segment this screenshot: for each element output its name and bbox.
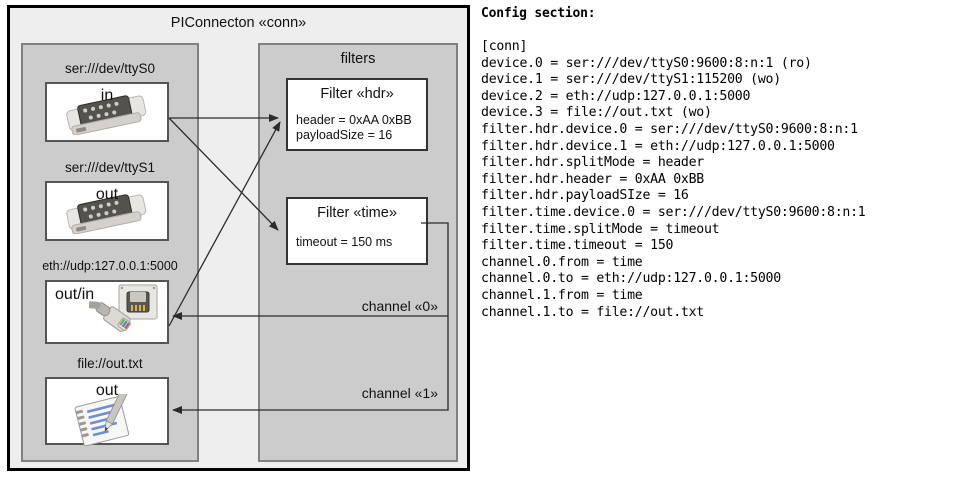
config-line: filter.hdr.payloadSIze = 16 xyxy=(481,188,689,204)
ethernet-jack-icon xyxy=(47,282,181,342)
device-box-eth[interactable]: out/in xyxy=(45,280,169,344)
config-line: filter.time.device.0 = ser:///dev/ttyS0:… xyxy=(481,204,866,220)
devices-panel: ser:///dev/ttyS0 xyxy=(21,43,199,462)
filter-title-hdr: Filter «hdr» xyxy=(320,86,394,102)
config-heading: Config section: xyxy=(481,6,596,21)
filter-prop-header: header = 0xAA 0xBB xyxy=(296,113,412,127)
device-io-file: out xyxy=(95,382,119,399)
connection-diagram: PIConnecton «conn» ser:///dev/ttyS0 xyxy=(7,5,470,471)
config-line: filter.hdr.header = 0xAA 0xBB xyxy=(481,171,704,187)
filters-panel-title: filters xyxy=(340,51,376,67)
config-line: channel.1.to = file://out.txt xyxy=(481,304,704,320)
config-section: Config section: [conn]device.0 = ser:///… xyxy=(481,6,959,376)
device-label-ttys1: ser:///dev/ttyS1 xyxy=(64,160,156,175)
config-line: filter.hdr.device.0 = ser:///dev/ttyS0:9… xyxy=(481,121,858,137)
device-box-ttys1[interactable]: out xyxy=(45,181,169,241)
filter-prop-payloadsize: payloadSize = 16 xyxy=(296,128,393,142)
diagram-title: PIConnecton «conn» xyxy=(170,15,307,31)
config-line: device.2 = eth://udp:127.0.0.1:5000 xyxy=(481,88,751,104)
config-line: filter.hdr.splitMode = header xyxy=(481,155,704,171)
serial-connector-icon xyxy=(47,84,167,140)
text-file-icon xyxy=(47,379,167,453)
config-text: [conn]device.0 = ser:///dev/ttyS0:9600:8… xyxy=(481,39,959,321)
config-line: filter.hdr.device.1 = eth://udp:127.0.0.… xyxy=(481,138,835,154)
device-box-ttys0[interactable]: in xyxy=(45,82,169,142)
device-label-file: file://out.txt xyxy=(77,356,143,371)
device-label-eth: eth://udp:127.0.0.1:5000 xyxy=(42,259,178,273)
config-line: device.3 = file://out.txt (wo) xyxy=(481,105,712,121)
device-label-ttys0: ser:///dev/ttyS0 xyxy=(64,61,156,76)
device-io-eth: out/in xyxy=(55,286,95,303)
config-line: device.1 = ser:///dev/ttyS1:115200 (wo) xyxy=(481,72,781,88)
config-line: filter.time.timeout = 150 xyxy=(481,238,674,254)
config-line: channel.1.from = time xyxy=(481,287,643,303)
filter-prop-timeout: timeout = 150 ms xyxy=(296,235,393,249)
device-io-ttys1: out xyxy=(95,186,119,203)
config-line: [conn] xyxy=(481,39,528,54)
config-line: channel.0.to = eth://udp:127.0.0.1:5000 xyxy=(481,271,781,287)
serial-connector-icon xyxy=(47,183,167,239)
filter-title-time: Filter «time» xyxy=(317,205,397,221)
filter-box-time[interactable]: Filter «time» timeout = 150 ms xyxy=(286,197,428,265)
device-io-ttys0: in xyxy=(100,87,114,104)
channel-label-1: channel «1» xyxy=(361,385,438,401)
config-line: filter.time.splitMode = timeout xyxy=(481,221,720,237)
filter-box-hdr[interactable]: Filter «hdr» header = 0xAA 0xBB payloadS… xyxy=(286,78,428,151)
filters-panel: filters Filter «hdr» header = 0xAA 0xBB … xyxy=(258,43,458,462)
config-line: device.0 = ser:///dev/ttyS0:9600:8:n:1 (… xyxy=(481,55,812,71)
config-line: channel.0.from = time xyxy=(481,254,643,270)
device-box-file[interactable]: out xyxy=(45,377,169,447)
channel-label-0: channel «0» xyxy=(361,298,438,314)
